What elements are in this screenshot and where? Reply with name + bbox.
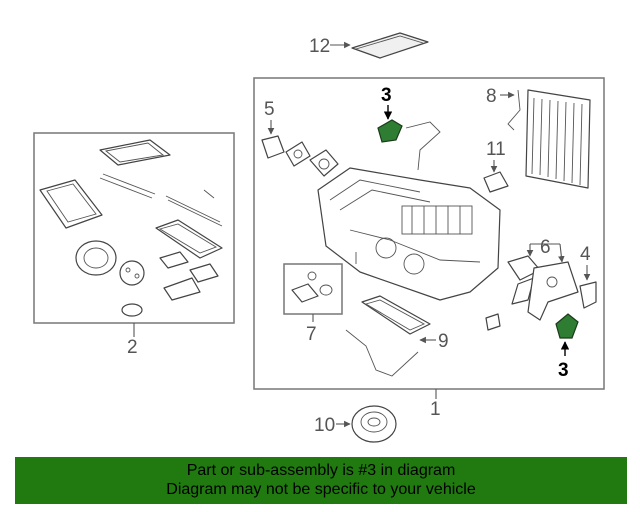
callout-3-bottom: 3 bbox=[558, 360, 569, 381]
callout-3-top: 3 bbox=[381, 85, 392, 106]
part-12-cabin-air-filter bbox=[351, 32, 429, 59]
callout-9: 9 bbox=[438, 331, 449, 352]
part-10-blower-motor bbox=[351, 405, 397, 443]
part-8-evaporator bbox=[507, 89, 591, 189]
leader-6b bbox=[558, 243, 565, 263]
part-4-actuator bbox=[579, 281, 597, 309]
frame-part-1 bbox=[253, 77, 605, 390]
part-3-bottom-highlighted bbox=[555, 313, 579, 339]
callout-7: 7 bbox=[306, 324, 317, 345]
callout-6: 6 bbox=[540, 237, 551, 258]
part-clip bbox=[485, 313, 501, 331]
part-linkage-top bbox=[405, 121, 441, 171]
callout-2: 2 bbox=[127, 337, 138, 358]
parts-diagram: 12 2 1 5 3 bbox=[33, 32, 605, 443]
callout-11: 11 bbox=[486, 139, 506, 160]
part-11-sensor bbox=[483, 171, 509, 193]
part-5-actuator bbox=[261, 135, 339, 177]
banner-line-2: Diagram may not be specific to your vehi… bbox=[166, 481, 476, 498]
part-2-seal-kit bbox=[39, 139, 223, 317]
hvac-housing bbox=[317, 167, 501, 301]
part-9-heater-core bbox=[345, 295, 431, 377]
callout-5: 5 bbox=[264, 99, 275, 120]
info-banner: Part or sub-assembly is #3 in diagram Di… bbox=[15, 457, 627, 504]
callout-10: 10 bbox=[314, 415, 335, 436]
banner-line-1: Part or sub-assembly is #3 in diagram bbox=[186, 462, 456, 479]
callout-1: 1 bbox=[430, 399, 441, 420]
callout-8: 8 bbox=[486, 86, 497, 107]
callout-4: 4 bbox=[580, 244, 591, 265]
part-6-linkage bbox=[507, 255, 579, 321]
frame-part-7 bbox=[283, 263, 343, 315]
part-7-resistor bbox=[291, 271, 333, 303]
part-3-top-highlighted bbox=[377, 119, 403, 143]
callout-12: 12 bbox=[309, 36, 330, 57]
